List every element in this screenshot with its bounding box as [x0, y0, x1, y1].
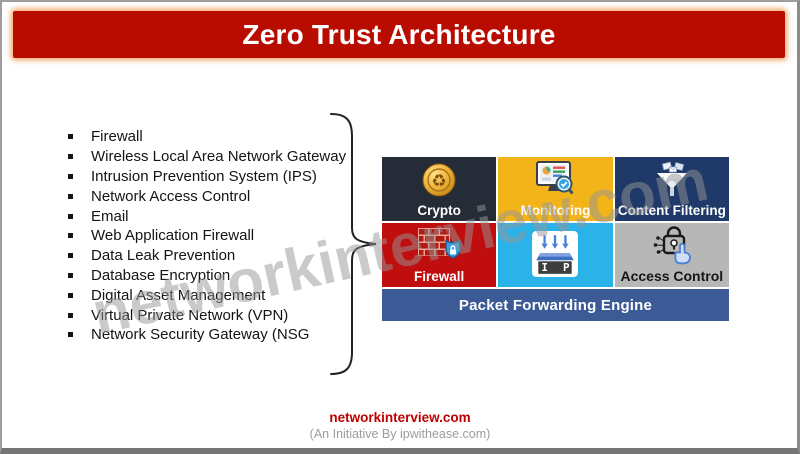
footer: networkinterview.com (An Initiative By i… — [0, 410, 800, 441]
tile-ips: I P S — [498, 223, 613, 287]
list-item: Wireless Local Area Network Gateway — [68, 147, 346, 167]
list-item-label: Virtual Private Network (VPN) — [91, 306, 289, 324]
firewall-brick-shield-icon — [415, 223, 463, 269]
list-item-label: Network Security Gateway (NSG — [91, 326, 310, 344]
footer-tagline: (An Initiative By ipwithease.com) — [309, 427, 491, 441]
bullet-square-icon — [68, 154, 73, 160]
bullet-square-icon — [68, 134, 73, 140]
bullet-square-icon — [68, 213, 73, 219]
crypto-coin-icon: ♻ — [420, 157, 458, 203]
list-item: Digital Asset Management — [68, 285, 346, 305]
bullet-square-icon — [68, 233, 73, 239]
tile-label: Access Control — [620, 268, 724, 284]
tile-monitoring: Monitoring — [498, 157, 613, 221]
bullet-square-icon — [68, 292, 73, 298]
bullet-square-icon — [68, 173, 73, 179]
list-item-label: Digital Asset Management — [91, 286, 266, 304]
title-banner: Zero Trust Architecture — [13, 11, 785, 58]
ips-arrows-icon: I P S — [531, 223, 579, 284]
list-item-label: Intrusion Prevention System (IPS) — [91, 167, 317, 185]
tile-content-filtering: Content Filtering — [614, 157, 729, 221]
tile-access-control: Access Control — [614, 223, 729, 287]
content-filter-funnel-icon — [649, 157, 695, 203]
curly-brace — [330, 113, 377, 375]
packet-forwarding-engine-label: Packet Forwarding Engine — [458, 296, 653, 314]
ips-icon-text: I P S — [542, 261, 580, 274]
list-item: Network Access Control — [68, 186, 346, 206]
tile-label: Content Filtering — [617, 203, 726, 218]
list-item: Firewall — [68, 127, 346, 147]
list-item-label: Data Leak Prevention — [91, 247, 236, 265]
zero-trust-engine-grid: ♻ Crypto Monitoring — [382, 157, 729, 321]
list-item: Database Encryption — [68, 266, 346, 286]
monitoring-screen-icon — [532, 157, 578, 203]
bullet-square-icon — [68, 312, 73, 318]
list-item: Data Leak Prevention — [68, 246, 346, 266]
tile-label: Firewall — [414, 269, 465, 284]
list-item-label: Firewall — [91, 128, 143, 146]
bullet-square-icon — [68, 332, 73, 338]
list-item: Email — [68, 206, 346, 226]
list-item-label: Wireless Local Area Network Gateway — [91, 148, 347, 166]
svg-text:♻: ♻ — [432, 172, 447, 192]
access-control-lock-hand-icon — [649, 223, 695, 269]
list-item: Intrusion Prevention System (IPS) — [68, 167, 346, 187]
list-item: Web Application Firewall — [68, 226, 346, 246]
tile-firewall: Firewall — [382, 223, 497, 287]
tile-crypto: ♻ Crypto — [382, 157, 497, 221]
page-title: Zero Trust Architecture — [242, 18, 556, 50]
list-item-label: Network Access Control — [91, 187, 251, 205]
list-item: Virtual Private Network (VPN) — [68, 305, 346, 325]
bullet-square-icon — [68, 193, 73, 199]
bullet-square-icon — [68, 272, 73, 278]
list-item-label: Database Encryption — [91, 266, 231, 284]
list-item: Network Security Gateway (NSG — [68, 325, 346, 345]
list-item-label: Web Application Firewall — [91, 227, 255, 245]
list-item-label: Email — [91, 207, 129, 225]
tile-label: Crypto — [417, 203, 461, 218]
security-functions-list: Firewall Wireless Local Area Network Gat… — [68, 127, 346, 345]
packet-forwarding-engine-bar: Packet Forwarding Engine — [382, 289, 729, 321]
tile-label: Monitoring — [520, 203, 591, 218]
footer-site-name: networkinterview.com — [329, 410, 471, 425]
bullet-square-icon — [68, 253, 73, 259]
